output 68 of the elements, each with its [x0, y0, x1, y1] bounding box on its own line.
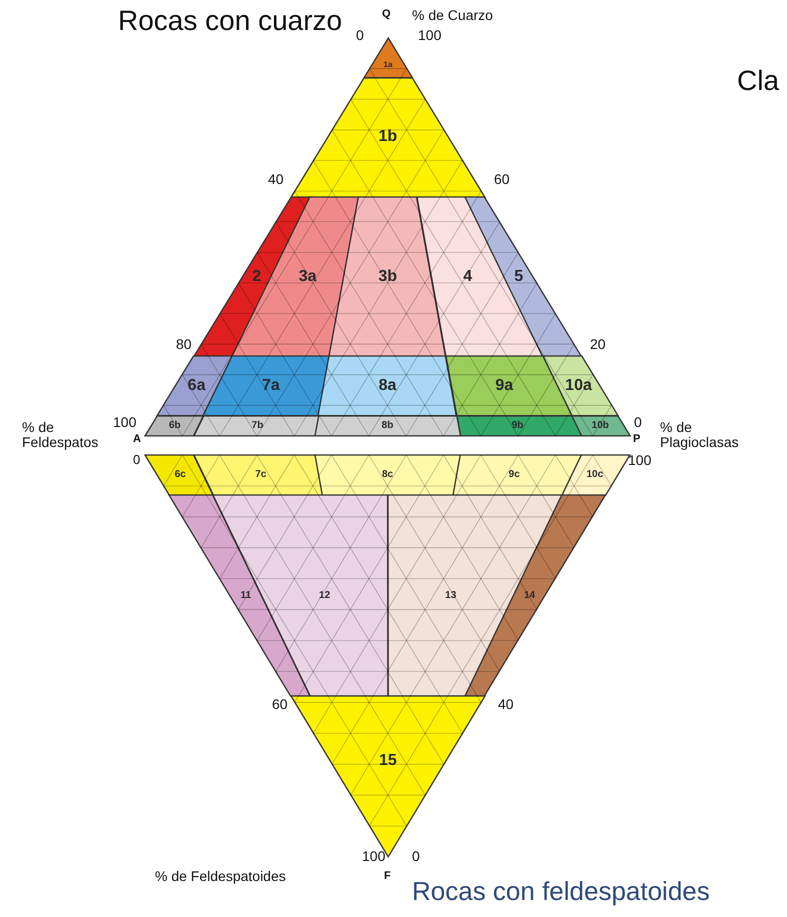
classification-field: [562, 455, 630, 496]
heading-text: Rocas con cuarzo: [118, 6, 342, 37]
vertex-letter: A: [133, 433, 141, 446]
classification-field: [314, 416, 460, 436]
field-number: 9b: [512, 421, 524, 432]
axis-label: % de Feldespatoides: [155, 869, 286, 884]
field-number: 1b: [378, 129, 398, 146]
vertex-letter: F: [384, 870, 391, 882]
field-number: 14: [524, 590, 536, 601]
heading-text: Rocas con feldespatoides: [412, 877, 710, 906]
axis-label: 0: [133, 453, 140, 468]
vertex-letter: P: [633, 433, 640, 446]
field-number: 10a: [565, 378, 592, 394]
classification-field: [542, 356, 618, 416]
classification-field: [194, 416, 318, 436]
axis-label: 20: [590, 337, 606, 352]
axis-label: % de Feldespatos: [22, 420, 100, 451]
field-number: 3b: [378, 268, 398, 285]
axis-label: 40: [498, 697, 514, 712]
classification-field: [388, 495, 562, 696]
field-number: 8a: [378, 378, 396, 394]
axis-label: 60: [494, 172, 510, 188]
classification-field: [416, 197, 543, 356]
axis-label: 40: [268, 172, 284, 188]
axis-label: 60: [272, 697, 288, 712]
field-number: 6c: [174, 470, 186, 480]
field-number: 10c: [586, 470, 604, 480]
field-number: 12: [319, 590, 330, 601]
field-number: 8c: [382, 470, 394, 480]
field-number: 6a: [188, 378, 206, 394]
field-number: 3a: [298, 268, 317, 285]
field-number: 11: [240, 590, 252, 601]
classification-field: [329, 197, 446, 356]
axis-label: 0: [412, 849, 420, 864]
field-number: 8b: [382, 421, 394, 432]
axis-label: 100: [628, 453, 652, 468]
field-number: 7c: [255, 470, 266, 480]
classification-field: [212, 495, 388, 696]
axis-label: % de Plagioclasas: [660, 420, 740, 451]
classification-field: [456, 416, 582, 436]
field-number: 7a: [262, 378, 280, 394]
field-number: 10b: [592, 421, 609, 432]
axis-label: % de Cuarzo: [412, 8, 493, 24]
classification-field: [169, 495, 310, 696]
field-number: 2: [252, 268, 262, 285]
classification-field: [232, 197, 359, 356]
classification-field: [314, 455, 460, 496]
field-number: 6b: [168, 421, 181, 432]
classification-field: [157, 356, 232, 416]
field-number: 4: [463, 268, 472, 285]
axis-label: 100: [113, 415, 136, 430]
field-number: 1a: [384, 61, 392, 70]
vertex-letter: Q: [382, 8, 391, 20]
axis-label: 80: [176, 337, 192, 352]
axis-label: 100: [418, 28, 442, 44]
field-number: 5: [514, 268, 524, 285]
field-number: 7b: [252, 421, 264, 432]
classification-field: [465, 495, 606, 696]
field-number: 15: [378, 752, 397, 768]
classification-field: [145, 455, 213, 496]
heading-text: Cla: [737, 66, 780, 97]
axis-label: 0: [634, 415, 642, 430]
classification-field: [465, 197, 582, 356]
classification-field: [290, 78, 485, 198]
axis-label: 0: [356, 28, 364, 44]
field-number: 13: [445, 590, 456, 601]
field-number: 9a: [495, 378, 514, 394]
axis-label: 100: [362, 849, 386, 864]
